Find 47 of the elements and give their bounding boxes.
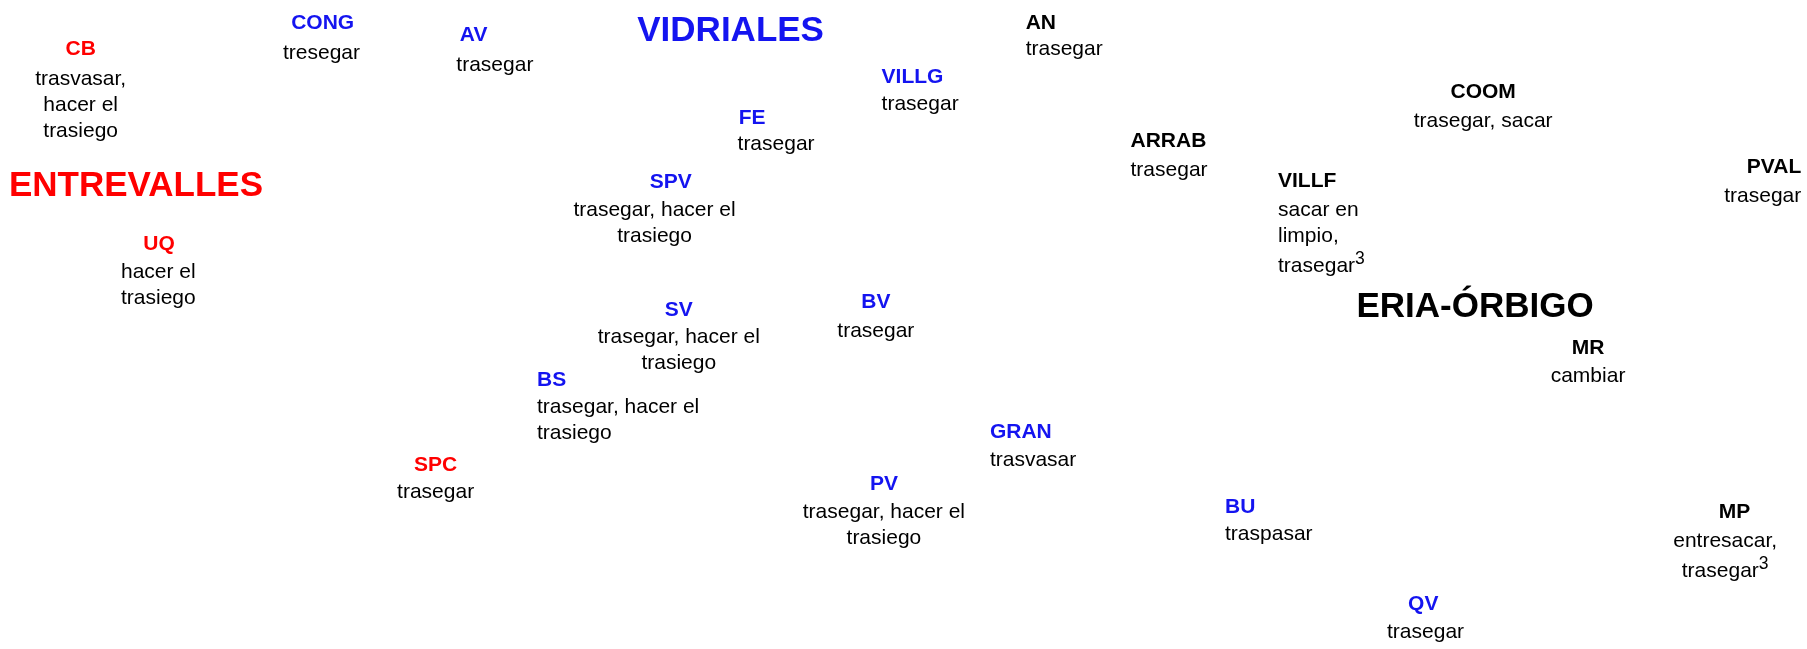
word-label: trasegar [837, 316, 915, 343]
place-code: AN [1025, 9, 1056, 36]
place-code: PVAL [1746, 153, 1802, 180]
word-label: trasegar, hacer el trasiego [801, 497, 967, 551]
place-code: COOM [1450, 78, 1516, 105]
place-code: GRAN [989, 418, 1052, 445]
word-label: trasegar, hacer el trasiego [537, 392, 701, 446]
place-code: BS [537, 366, 567, 393]
place-code: QV [1408, 590, 1439, 617]
word-label: cambiar [1550, 361, 1626, 388]
place-code: BU [1225, 493, 1256, 520]
word-label: entresacar, trasegar$^{3}$ [1672, 526, 1779, 583]
word-label: trasegar [1724, 182, 1802, 209]
place-code: MP [1718, 497, 1751, 524]
region-name: ERIA-ÓRBIGO [1356, 284, 1594, 327]
place-code: MR [1571, 334, 1605, 361]
place-code: CB [65, 34, 96, 61]
place-code: PV [869, 470, 898, 497]
word-label: trasvasar, hacer el trasiego [34, 64, 128, 144]
region-name: ENTREVALLES [8, 163, 264, 206]
place-code: SV [664, 296, 693, 323]
word-label: trasegar [1025, 34, 1103, 61]
place-code: SPC [414, 450, 458, 477]
word-label: trasegar [1130, 155, 1208, 182]
region-name: VIDRIALES [637, 7, 824, 50]
place-code: BV [861, 288, 891, 315]
word-label: sacar en limpio, trasegar$^{3}$ [1278, 195, 1366, 279]
word-label: trasegar [881, 89, 959, 116]
word-label: trasvasar [989, 446, 1077, 472]
place-code: FE [738, 103, 766, 130]
word-label: trasegar [737, 130, 815, 157]
word-label: trasegar [456, 50, 534, 77]
place-code: CONG [291, 9, 355, 36]
place-code: SPV [649, 168, 692, 195]
place-code: AV [459, 20, 488, 47]
word-label: traspasar [1225, 519, 1313, 546]
word-label: trasegar [397, 478, 475, 505]
word-label: tresegar [283, 39, 361, 66]
word-label: hacer el trasiego [121, 258, 197, 311]
word-label: trasegar, hacer el trasiego [596, 322, 761, 375]
place-code: ARRAB [1130, 126, 1207, 153]
word-label: trasegar, sacar [1413, 107, 1553, 134]
word-label: trasegar [1387, 617, 1465, 644]
place-code: VILLG [881, 63, 944, 90]
word-label: trasegar, hacer el trasiego [572, 195, 737, 249]
place-code: UQ [143, 230, 175, 257]
place-code: VILLF [1278, 167, 1337, 194]
